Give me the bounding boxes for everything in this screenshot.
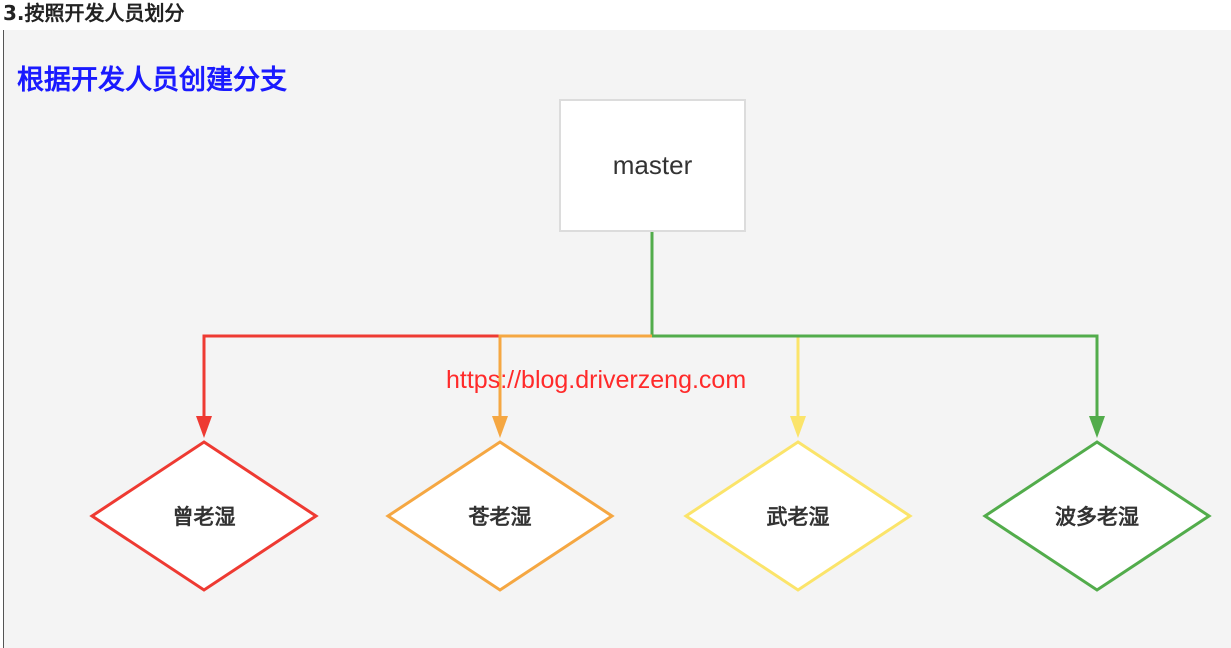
connector-branch-4 <box>652 334 1099 420</box>
diamond-shape <box>683 440 913 592</box>
arrowhead-2 <box>492 416 508 438</box>
diagram-title: 根据开发人员创建分支 <box>17 65 287 96</box>
branch-label: 武老湿 <box>767 505 830 529</box>
branch-node-4: 波多老湿 <box>982 440 1212 592</box>
arrowheads <box>196 416 1105 438</box>
arrowhead-3 <box>790 416 806 438</box>
branch-node-2: 苍老湿 <box>385 440 615 592</box>
arrowhead-1 <box>196 416 212 438</box>
branch-node-1: 曾老湿 <box>89 440 319 592</box>
master-node: master <box>559 99 746 232</box>
watermark-url: https://blog.driverzeng.com <box>446 366 747 394</box>
connector-lines <box>202 232 1099 420</box>
connector-branch-1 <box>202 334 500 420</box>
branch-label: 曾老湿 <box>173 505 236 529</box>
master-label: master <box>612 150 693 180</box>
diamond-shape <box>385 440 615 592</box>
diamond-shape <box>89 440 319 592</box>
branch-label: 波多老湿 <box>1055 505 1139 529</box>
branch-label: 苍老湿 <box>468 505 532 529</box>
section-heading: 3.按照开发人员划分 <box>3 1 185 25</box>
connector-branch-2 <box>498 334 652 420</box>
diamond-shape <box>982 440 1212 592</box>
arrowhead-4 <box>1089 416 1105 438</box>
branch-node-3: 武老湿 <box>683 440 913 592</box>
